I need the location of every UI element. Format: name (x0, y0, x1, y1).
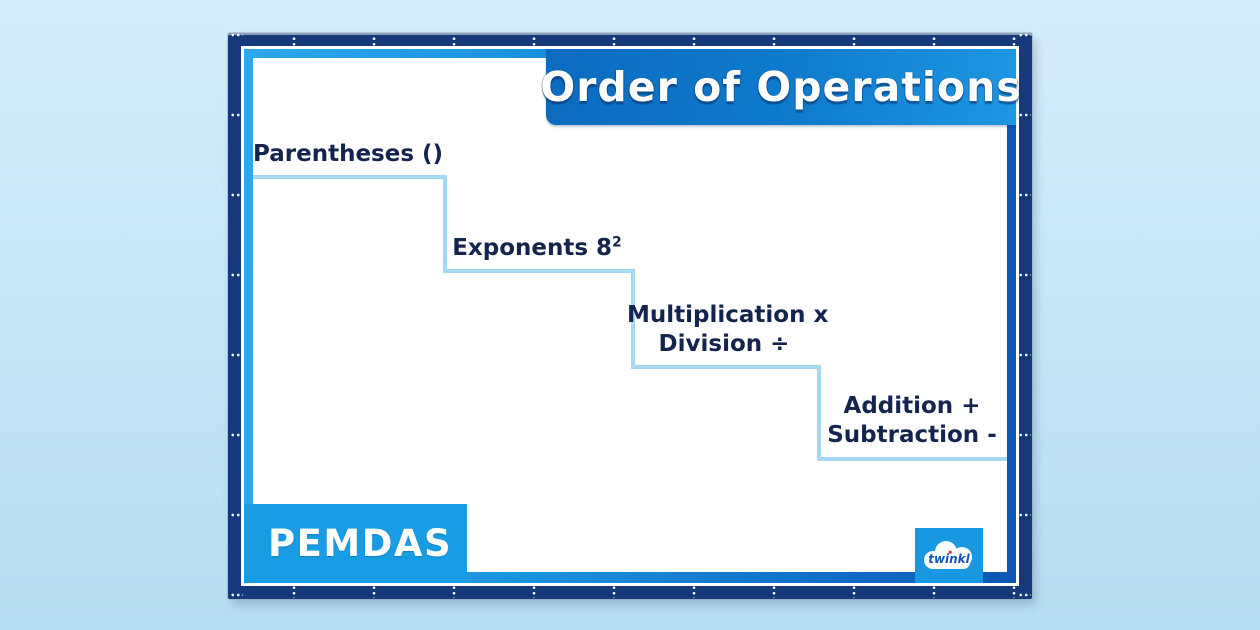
step-line-1-vertical (443, 175, 447, 273)
step-line-2-vertical (631, 269, 635, 369)
twinkl-logo-text: twinkl (928, 552, 970, 566)
step-label-subtraction: Subtraction - (827, 422, 997, 448)
step-line-2-horizontal (443, 269, 635, 273)
step-line-4-horizontal (817, 457, 1007, 461)
poster-frame: Parentheses () Exponents 82 Multiplicati… (228, 33, 1032, 599)
step-line-3-horizontal (631, 365, 821, 369)
stitch-border-bottom (228, 584, 1032, 598)
step-label-division: Division ÷ (658, 331, 790, 357)
step-label-addition: Addition + (843, 393, 981, 419)
step-line-1-horizontal (253, 175, 447, 179)
step-label-exponents: Exponents 82 (439, 234, 635, 263)
step-label-multiplication-division: Multiplication x Division ÷ (627, 301, 829, 359)
exponent-superscript: 2 (612, 234, 622, 251)
step-label-multiplication: Multiplication x (627, 302, 829, 328)
pemdas-label: PEMDAS (268, 522, 453, 565)
twinkl-logo-box: twinkl (915, 528, 983, 583)
title-banner: Order of Operations (540, 49, 1021, 125)
twinkl-logo-dot (948, 550, 952, 554)
page-title: Order of Operations (540, 63, 1022, 111)
poster-card: Parentheses () Exponents 82 Multiplicati… (241, 46, 1021, 586)
pemdas-box: PEMDAS (244, 504, 467, 583)
poster-content-area: Parentheses () Exponents 82 Multiplicati… (253, 58, 1007, 572)
stitch-border-right (1017, 33, 1031, 599)
step-line-3-vertical (817, 365, 821, 461)
twinkl-cloud-icon: twinkl (922, 539, 976, 573)
step-label-addition-subtraction: Addition + Subtraction - (813, 392, 1011, 450)
step-label-parentheses: Parentheses () (253, 141, 444, 167)
step-label-exponents-text: Exponents 8 (452, 235, 613, 261)
